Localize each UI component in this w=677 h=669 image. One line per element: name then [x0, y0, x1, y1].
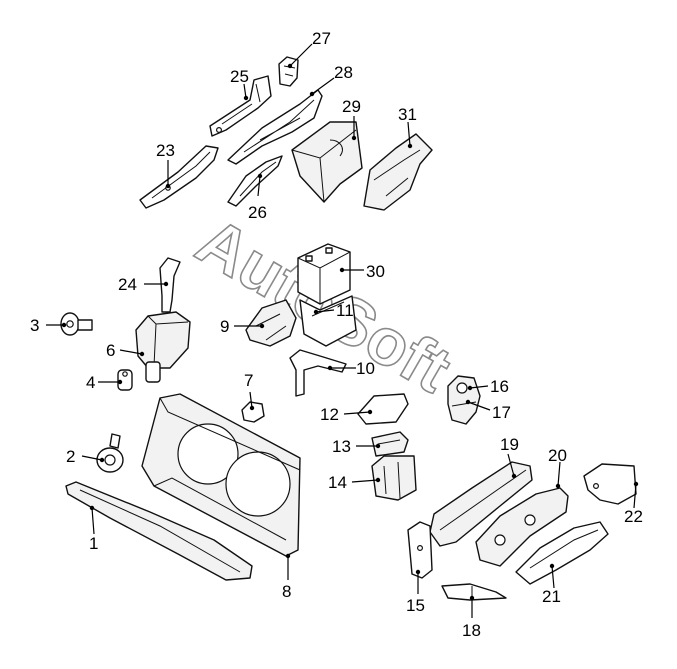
part-12 [357, 393, 409, 425]
callout-2: 2 [66, 447, 75, 466]
callout-13: 13 [332, 437, 351, 456]
leader-lines [46, 43, 639, 618]
callout-3: 3 [30, 316, 39, 335]
part-26 [227, 155, 283, 207]
callout-24: 24 [118, 275, 137, 294]
part-24 [159, 257, 181, 313]
part-8-radiator-support [141, 393, 301, 557]
callout-labels: 1 2 3 4 6 7 8 9 10 11 12 13 14 15 16 17 … [30, 29, 643, 640]
part-20 [475, 487, 569, 567]
callout-31: 31 [398, 105, 417, 124]
callout-11: 11 [336, 301, 354, 320]
part-28 [227, 89, 323, 165]
part-15 [407, 521, 433, 579]
part-31 [363, 133, 433, 211]
callout-20: 20 [548, 446, 567, 465]
washer-pump [145, 361, 161, 383]
callout-28: 28 [334, 63, 353, 82]
callout-17: 17 [492, 403, 511, 422]
part-3 [60, 312, 93, 336]
part-22 [583, 463, 637, 505]
part-7 [241, 401, 265, 423]
callout-14: 14 [328, 473, 347, 492]
callout-18: 18 [462, 621, 481, 640]
part-4 [117, 369, 133, 391]
callout-27: 27 [312, 29, 331, 48]
part-6-reservoir [135, 311, 191, 369]
callout-30: 30 [366, 262, 385, 281]
callout-16: 16 [490, 377, 509, 396]
part-9 [245, 299, 297, 347]
part-16-17-mount [447, 375, 481, 425]
callout-9: 9 [220, 317, 229, 336]
callout-6: 6 [106, 341, 115, 360]
part-27 [278, 56, 299, 87]
part-13 [371, 431, 409, 457]
part-25 [209, 75, 272, 137]
callout-29: 29 [342, 97, 361, 116]
callout-4: 4 [86, 373, 95, 392]
part-30-battery [297, 243, 351, 305]
part-1-bumper-reinforcement [65, 481, 253, 581]
callout-22: 22 [624, 507, 643, 526]
part-19 [429, 461, 533, 547]
watermark-text: AutoSoft [185, 203, 463, 406]
part-29 [291, 121, 363, 203]
callout-26: 26 [248, 203, 267, 222]
callout-19: 19 [500, 435, 519, 454]
callout-23: 23 [156, 141, 175, 160]
callout-25: 25 [230, 67, 249, 86]
part-14 [371, 455, 417, 501]
callout-8: 8 [282, 582, 291, 601]
part-21 [515, 521, 609, 585]
part-2-horn [96, 433, 124, 473]
callout-10: 10 [356, 359, 375, 378]
callout-12: 12 [320, 405, 339, 424]
part-23 [139, 145, 219, 209]
part-10 [289, 349, 347, 397]
callout-7: 7 [244, 371, 253, 390]
callout-1: 1 [89, 534, 98, 553]
callout-15: 15 [406, 596, 425, 615]
callout-21: 21 [542, 587, 561, 606]
